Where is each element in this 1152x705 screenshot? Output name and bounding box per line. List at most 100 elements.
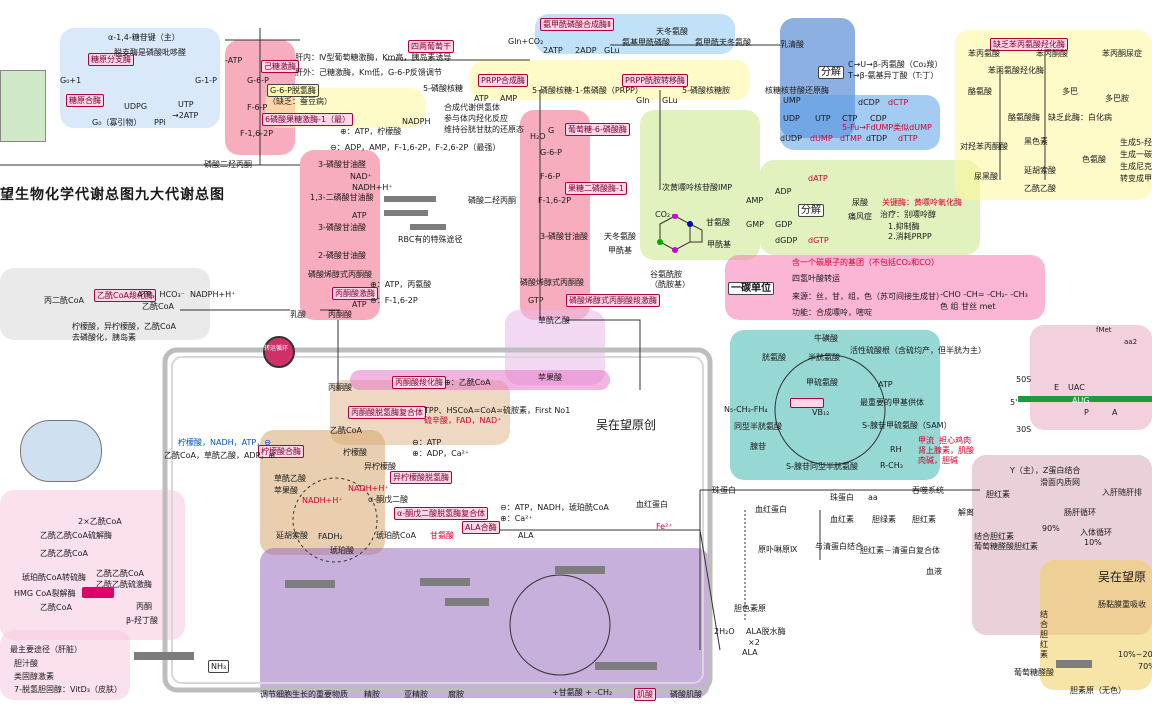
met-adenosine: 腺苷 — [750, 442, 766, 451]
nuc-imp: 次黄嘌呤核苷酸IMP — [662, 183, 733, 192]
redacted-block — [384, 196, 436, 202]
one-carbon-def: 含一个碳原子的基团（不包括CO₂和CO） — [792, 258, 939, 267]
ketone-region — [0, 490, 185, 640]
redacted-block — [134, 652, 194, 660]
phe-hydroxyphenyl: 对羟苯丙酮酸 — [960, 142, 1008, 151]
tca-cs: 柠檬酸合酶 — [258, 445, 304, 458]
phe-pah: 缺乏苯丙氨酸羟化酶 — [990, 38, 1068, 51]
nuc-carbamoyl-p: 氨基甲酰磷酸 — [622, 38, 670, 47]
gng-pep: 磷酸烯醇式丙酮酸 — [520, 278, 584, 287]
gly-pg3: 3-磷酸甘油酸 — [318, 223, 366, 232]
hk-f6p: F-6-P — [247, 103, 268, 112]
phe-pku: 苯丙酮尿症 — [1102, 49, 1142, 58]
phe-gen4: 转变成甲 — [1120, 174, 1152, 183]
heme-porphobilinogen: 胆色素原 — [734, 604, 766, 613]
nuc-prpp-synth: PRPP合成酶 — [478, 74, 529, 87]
phe-ketone: 苯丙酮酸 — [1036, 49, 1068, 58]
tca-pdh-cof2: 硫辛酸，FAD，NAD⁺ — [424, 416, 502, 425]
gly-pg2: 2-磷酸甘油酸 — [318, 251, 366, 260]
nuc-prpp: 5-磷酸核糖-1-焦磷酸（PRPP） — [532, 86, 643, 95]
ket-acac-mark — [82, 587, 114, 598]
redacted-block — [285, 580, 335, 588]
nuc-gln-amide: 谷氨酰胺（酰胺基） — [650, 270, 690, 289]
dtmp-region — [780, 95, 940, 150]
nuc-treat: 治疗：别嘌呤醇 — [880, 210, 936, 219]
liver-p70: 70% — [1138, 662, 1152, 671]
glycogen-utp: UTP — [178, 100, 194, 109]
nuc-cps2: 氨甲酰磷酸合成酶Ⅱ — [540, 18, 614, 31]
nuc-amp2: AMP — [746, 196, 764, 205]
nuc-glu: GLu — [662, 96, 678, 105]
nuc-dgdp: dGDP — [775, 236, 798, 245]
liver-yz: Y（主），Z蛋白结合 — [1010, 466, 1081, 475]
nuc-carbamoyl-asp: 氨甲酰天冬氨酸 — [695, 38, 751, 47]
urea-region — [260, 548, 710, 698]
nuc-treat1: 1.抑制酶 — [888, 222, 920, 231]
ribo-mrna-bar — [1018, 396, 1152, 402]
tca-ic-neg: ⊖：ATP — [412, 438, 442, 447]
tca-ic-pos: ⊕：ADP，Ca²⁺ — [412, 449, 470, 458]
phe-dopamine: 多巴胺 — [1105, 94, 1129, 103]
ribo-codon1: UAC — [1068, 383, 1085, 392]
heme-albumin: 与清蛋白结合 — [815, 542, 863, 551]
tca-succinyl: 琥珀酰CoA — [376, 531, 416, 540]
met-hcy: 同型半胱氨酸 — [734, 422, 782, 431]
heme-protoporphyrin: 原卟啉原Ⅸ — [758, 545, 798, 554]
hk-outside: 肝外：己糖激酶，Km低，G-6-P反馈调节 — [295, 68, 442, 77]
nuc-dctp: dCTP — [888, 98, 909, 107]
membrane-diagram — [0, 70, 46, 142]
tca-fadh2: FADH₂ — [318, 532, 343, 541]
glycogen-g1p: G-1-P — [195, 76, 217, 85]
tca-citrate: 柠檬酸 — [343, 448, 367, 457]
ribo-p: P — [1084, 408, 1089, 417]
heme-hemoglobin: 血红蛋白 — [636, 500, 668, 509]
met-b12: VB₁₂ — [812, 408, 830, 417]
nuc-decomp-note2: T→β-氨基异丁酸（T:丁） — [848, 71, 939, 80]
hk-key: 四两葡萄干 — [408, 40, 454, 53]
nuc-orotate: 乳清酸 — [780, 40, 804, 49]
ribo-fmet: fMet — [1096, 326, 1112, 334]
nuc-atp: ATP — [474, 94, 489, 103]
ket-thiolase: 乙酰乙酰CoA硫解酶 — [40, 531, 112, 540]
nuc-rnr: 核糖核苷酸还原酶 — [765, 86, 829, 95]
nuc-methenyl2: 甲酰基 — [707, 240, 731, 249]
phe-phe: 苯丙氨酸 — [968, 49, 1000, 58]
shuttle-circle — [263, 336, 295, 368]
phe-hydrox: 苯丙氨酸羟化酶 — [988, 66, 1044, 75]
nuc-purine-decomp: 分解 — [798, 204, 824, 217]
tca-oaa: 草酰乙酸 — [274, 474, 306, 483]
ribo-50s: 50S — [1016, 375, 1032, 384]
one-carbon-title: 一碳单位 — [728, 282, 774, 295]
nuc-amp: AMP — [500, 94, 518, 103]
gly-bpg: 1,3-二磷酸甘油酸 — [310, 193, 374, 202]
nuc-decomp-note1: C→U→β-丙氨酸（Co₂羧） — [848, 60, 943, 69]
one-carbon-groups: -CHO -CH= -CH₂- -CH₃ — [940, 290, 1028, 299]
tca-gly: 甘氨酸 — [430, 531, 454, 540]
ket-acac-coa: 乙酰乙酰CoA — [40, 549, 88, 558]
heme-aa: aa — [868, 493, 878, 502]
fatty-region — [0, 268, 210, 340]
nuc-xo: 关键酶：黄嘌呤氧化酶 — [882, 198, 962, 207]
gluconeo-region — [520, 110, 590, 320]
tca-cs-inh: 柠檬酸，NADH，ATP，⊖ — [178, 438, 271, 447]
one-carbon-carrier: 四氢叶酸转运 — [792, 274, 840, 283]
gly-pk-neg: ⊖：F-1,6-2P — [370, 296, 418, 305]
gng-g: G — [548, 126, 555, 135]
gly-rbc: RBC有的特殊途径 — [398, 235, 463, 244]
urea-nh3: NH₃ — [208, 660, 230, 673]
gng-f6p: F-6-P — [540, 172, 561, 181]
liver-ent: 入肝随肝排 — [1102, 488, 1142, 497]
tca-akg-neg: ⊖：ATP，NADH，琥珀酰CoA — [500, 503, 609, 512]
intestine-region — [1040, 560, 1152, 690]
ribosome-region — [1030, 325, 1152, 430]
gng-malate: 苹果酸 — [538, 373, 562, 382]
nuc-dcdp: dCDP — [858, 98, 880, 107]
glycogen-debranch: 脱支酶是磷酸吡哆醛 — [114, 48, 186, 57]
nuc-gln-co2: Gln+CO₂ — [508, 37, 544, 46]
ppp-r5p: 5-磷酸核糖 — [423, 84, 463, 93]
met-sulfate: 活性硫酸根（含硫均产，但半胱为主） — [850, 346, 986, 355]
g6pdh-label: G-6-P脱氢酶 — [267, 84, 319, 97]
gng-fbpase: 果糖二磷酸酶-1 — [565, 182, 627, 195]
ket-acetyl2: 2×乙酰CoA — [78, 517, 122, 526]
phe-albinism: 缺乏此酶：白化病 — [1048, 113, 1112, 122]
